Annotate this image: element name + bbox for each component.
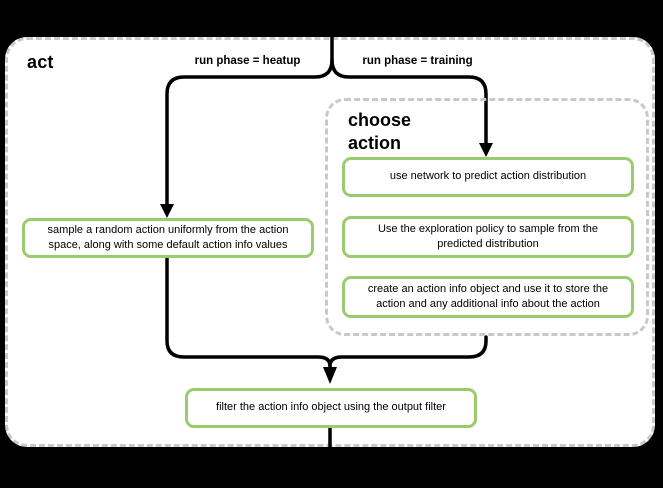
edge-label-training: run phase = training: [362, 55, 473, 67]
node-use-network: use network to predict action distributi…: [342, 157, 634, 197]
act-title: act: [27, 52, 54, 72]
node-sample-random-action: sample a random action uniformly from th…: [22, 218, 314, 258]
choose-action-group: choose action: [325, 98, 649, 336]
edge-label-heatup: run phase = heatup: [194, 55, 301, 67]
choose-action-title-line2: action: [348, 132, 402, 153]
node-filter-output: filter the action info object using the …: [185, 388, 477, 428]
choose-action-title-line1: choose: [348, 110, 412, 130]
node-exploration-policy: Use the exploration policy to sample fro…: [342, 216, 634, 258]
node-create-action-info: create an action info object and use it …: [342, 276, 634, 318]
choose-action-title: choose action: [348, 109, 411, 154]
